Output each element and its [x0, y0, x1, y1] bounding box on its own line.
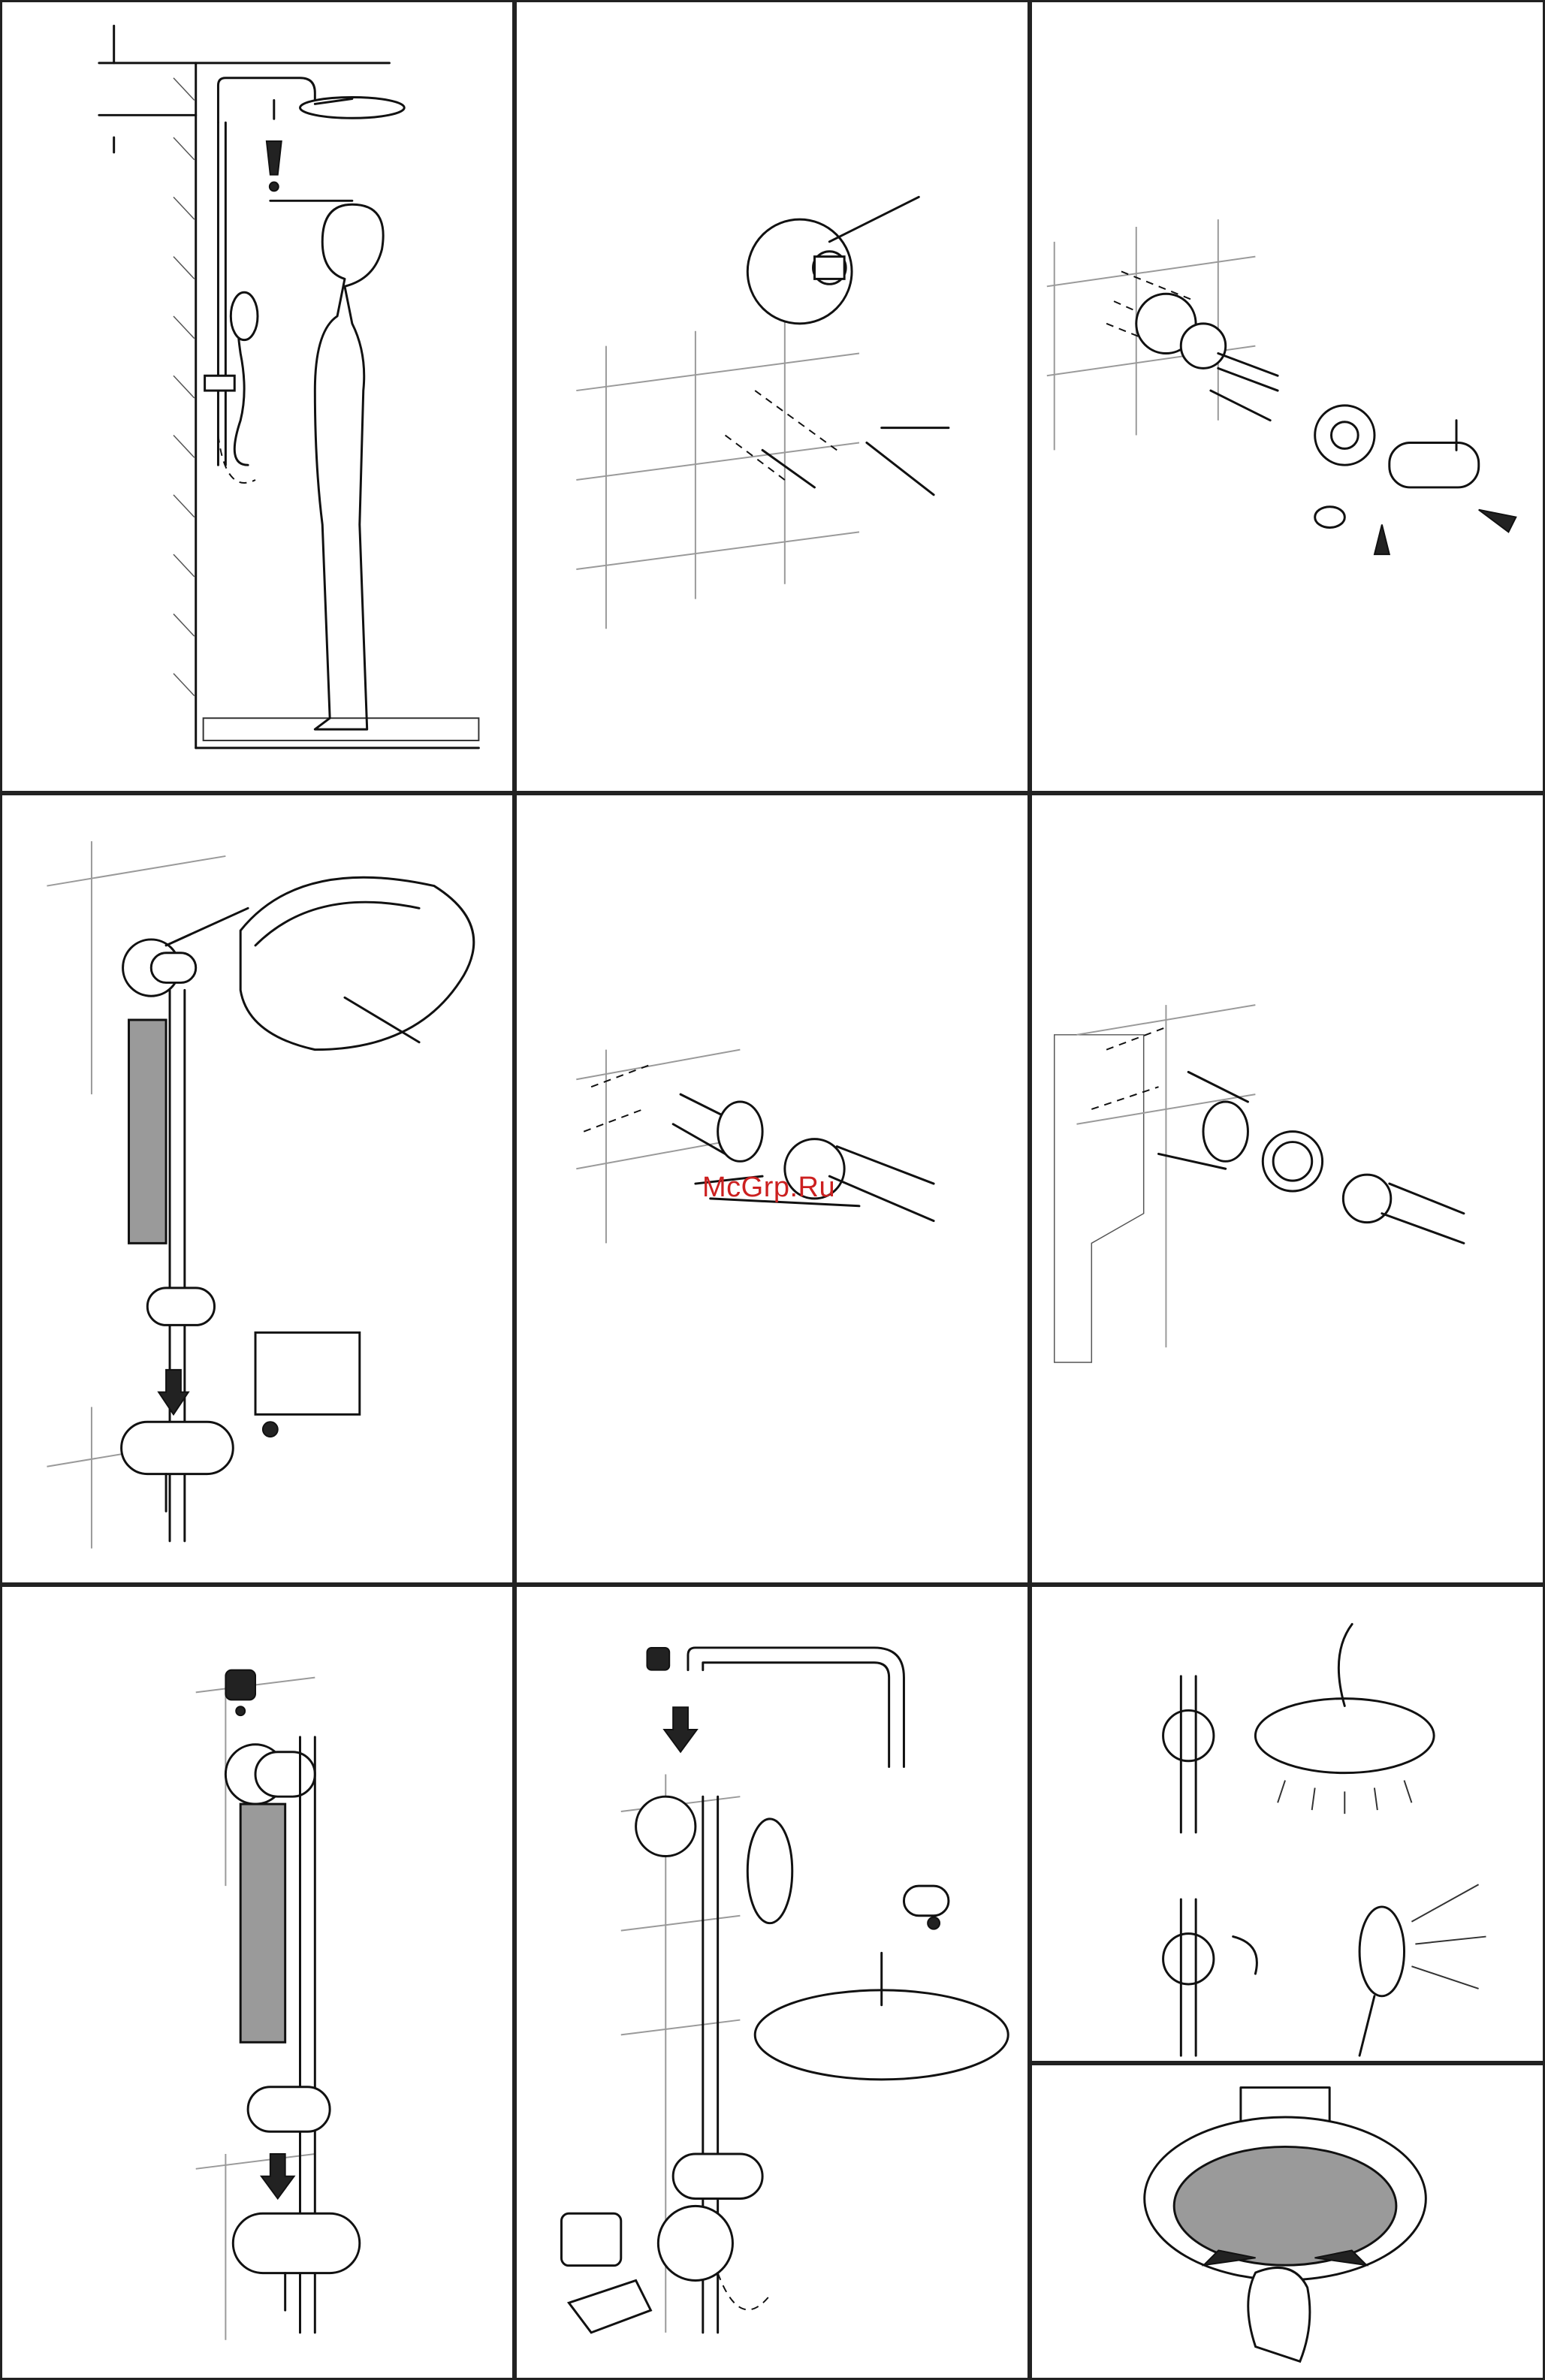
panel-mark-slot: [0, 793, 514, 1585]
attach-head-illustration: [517, 1587, 1027, 2378]
bracket-spacer-illustration: [1032, 795, 1543, 1582]
panel-switch-outlets: [1030, 1585, 1545, 2063]
height-positioning-illustration: [2, 2, 512, 791]
panel-clean-nozzles: [1030, 2063, 1545, 2380]
switch-outlets-illustration: [1032, 1587, 1543, 2061]
mark-slot-illustration: [2, 795, 512, 1582]
assemble-rail-illustration: [2, 1587, 512, 2378]
mount-valve-illustration: [1032, 2, 1543, 791]
drill-holes-illustration: [517, 2, 1027, 791]
panel-mount-valve: [1030, 0, 1545, 793]
panel-drill-holes: [514, 0, 1030, 793]
panel-attach-head: [514, 1585, 1030, 2380]
clean-nozzles-illustration: [1032, 2065, 1543, 2378]
panel-height-positioning: [0, 0, 514, 793]
panel-assemble-rail: [0, 1585, 514, 2380]
panel-bracket-spacer: [1030, 793, 1545, 1585]
watermark-text: McGrp.Ru: [702, 1172, 835, 1204]
